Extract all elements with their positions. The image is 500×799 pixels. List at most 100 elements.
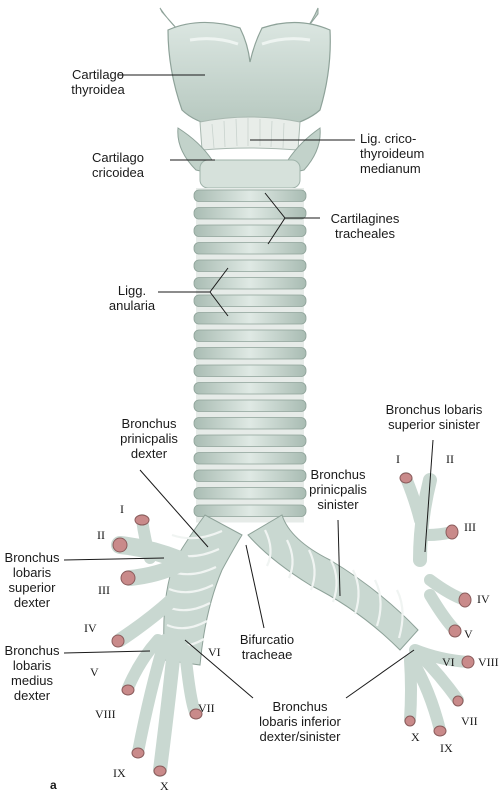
tracheal-cartilage-ring	[193, 294, 307, 307]
segment-left-v: V	[464, 627, 473, 641]
label-bronchus-principalis-dexter: Bronchus prinicpalis dexter	[104, 416, 194, 461]
label-cartilago-cricoidea: Cartilago cricoidea	[74, 150, 162, 180]
bronchial-ring	[166, 620, 208, 630]
label-line: tracheae	[241, 647, 293, 662]
bronchial-ring	[374, 579, 382, 627]
label-line: Ligg.	[117, 283, 147, 298]
bronchial-ring	[330, 559, 338, 603]
label-line: prinicpalis	[120, 431, 178, 446]
segment-left-ii: II	[446, 452, 454, 466]
label-line: lobaris	[12, 565, 52, 580]
label-line: Cartilagines	[330, 211, 400, 226]
tracheal-cartilage-ring	[193, 242, 307, 255]
tracheal-cartilage-ring	[193, 207, 307, 220]
label-cartilago-thyroidea: Cartilago thyroidea	[58, 67, 138, 97]
segment-right-v: V	[90, 665, 99, 679]
segment-left-x: X	[411, 730, 420, 744]
label-line: dexter/sinister	[259, 729, 341, 744]
label-line: superior sinister	[388, 417, 480, 432]
tracheal-cartilage-ring	[193, 452, 307, 465]
label-line: Cartilago	[71, 67, 125, 82]
label-line: cricoidea	[91, 165, 145, 180]
tracheal-cartilage-ring	[193, 487, 307, 500]
label-line: Bronchus	[4, 643, 60, 658]
bronchial-ring	[264, 529, 272, 567]
label-bronchus-lobaris-superior-dexter: Bronchus lobaris superior dexter	[0, 550, 64, 610]
bronchi	[111, 472, 475, 777]
tracheal-cartilage-ring	[193, 364, 307, 377]
segment-left-iv: IV	[477, 592, 490, 606]
label-bronchus-lobaris-superior-sinister: Bronchus lobaris superior sinister	[372, 402, 496, 432]
segment-right-vi: VI	[208, 645, 221, 659]
label-line: Bronchus	[121, 416, 177, 431]
segment-right-iv: IV	[84, 621, 97, 635]
tracheal-cartilage-ring	[193, 469, 307, 482]
label-line: dexter	[130, 446, 168, 461]
segment-left-iii: III	[464, 520, 476, 534]
label-line: Bifurcatio	[239, 632, 295, 647]
segment-left-vii: VII	[461, 714, 478, 728]
bronchial-ring	[286, 539, 294, 579]
segment-left-vi: VI	[442, 655, 455, 669]
leader-lines	[63, 74, 434, 699]
segment-left-viii: VIII	[478, 655, 499, 669]
label-line: medianum	[360, 161, 421, 176]
label-ligg-anularia: Ligg. anularia	[104, 283, 160, 313]
tracheal-cartilage-ring	[193, 417, 307, 430]
label-line: Bronchus lobaris	[385, 402, 483, 417]
tracheal-cartilage-ring	[193, 504, 307, 517]
tracheal-cartilage-ring	[193, 312, 307, 325]
tracheal-cartilage-ring	[193, 382, 307, 395]
label-line: Bronchus	[4, 550, 60, 565]
bronchial-ring	[168, 584, 214, 594]
segment-right-iii: III	[98, 583, 110, 597]
label-line: superior	[8, 580, 56, 595]
label-lig-cricothyroideum: Lig. crico- thyroideum medianum	[360, 131, 424, 176]
label-line: Lig. crico-	[360, 131, 417, 146]
label-line: sinister	[317, 497, 359, 512]
tracheal-cartilage-ring	[193, 259, 307, 272]
tracheal-cartilage-ring	[193, 329, 307, 342]
label-line: Bronchus	[310, 467, 366, 482]
segment-right-viii: VIII	[95, 707, 116, 721]
label-bronchus-lobaris-inferior: Bronchus lobaris inferior dexter/siniste…	[246, 699, 354, 744]
thyroid-cartilage	[159, 7, 331, 133]
label-line: lobaris	[12, 658, 52, 673]
tracheal-cartilage-ring	[193, 224, 307, 237]
segment-right-x: X	[160, 779, 169, 793]
bronchial-ring	[352, 569, 360, 615]
tracheal-rings	[193, 188, 307, 523]
label-line: dexter	[13, 595, 51, 610]
label-bifurcatio-tracheae: Bifurcatio tracheae	[232, 632, 302, 662]
label-line: dexter	[13, 688, 51, 703]
label-cartilagines-tracheales: Cartilagines tracheales	[320, 211, 410, 241]
segment-right-vii: VII	[198, 701, 215, 715]
bronchial-ring	[308, 549, 316, 591]
tracheal-cartilage-ring	[193, 434, 307, 447]
label-line: Cartilago	[91, 150, 145, 165]
tracheal-cartilage-ring	[193, 347, 307, 360]
label-line: medius	[11, 673, 53, 688]
label-line: tracheales	[335, 226, 395, 241]
tracheal-cartilage-ring	[193, 189, 307, 202]
label-bronchus-lobaris-medius-dexter: Bronchus lobaris medius dexter	[0, 643, 64, 703]
label-line: thyroidea	[71, 82, 125, 97]
figure-label: a	[50, 778, 57, 792]
cricoid-region	[177, 116, 321, 189]
label-line: lobaris inferior	[259, 714, 341, 729]
segment-right-i: I	[120, 502, 124, 516]
bronchial-ring	[396, 589, 404, 639]
segment-left-ix: IX	[440, 741, 453, 755]
label-line: anularia	[108, 298, 156, 313]
label-line: prinicpalis	[309, 482, 367, 497]
label-bronchus-principalis-sinister: Bronchus prinicpalis sinister	[300, 467, 376, 512]
tracheal-cartilage-ring	[193, 399, 307, 412]
segment-right-ix: IX	[113, 766, 126, 780]
segment-right-ii: II	[97, 528, 105, 542]
label-line: thyroideum	[360, 146, 425, 161]
bronchial-ring	[171, 529, 223, 540]
tracheal-cartilage-ring	[193, 277, 307, 290]
segment-left-i: I	[396, 452, 400, 466]
